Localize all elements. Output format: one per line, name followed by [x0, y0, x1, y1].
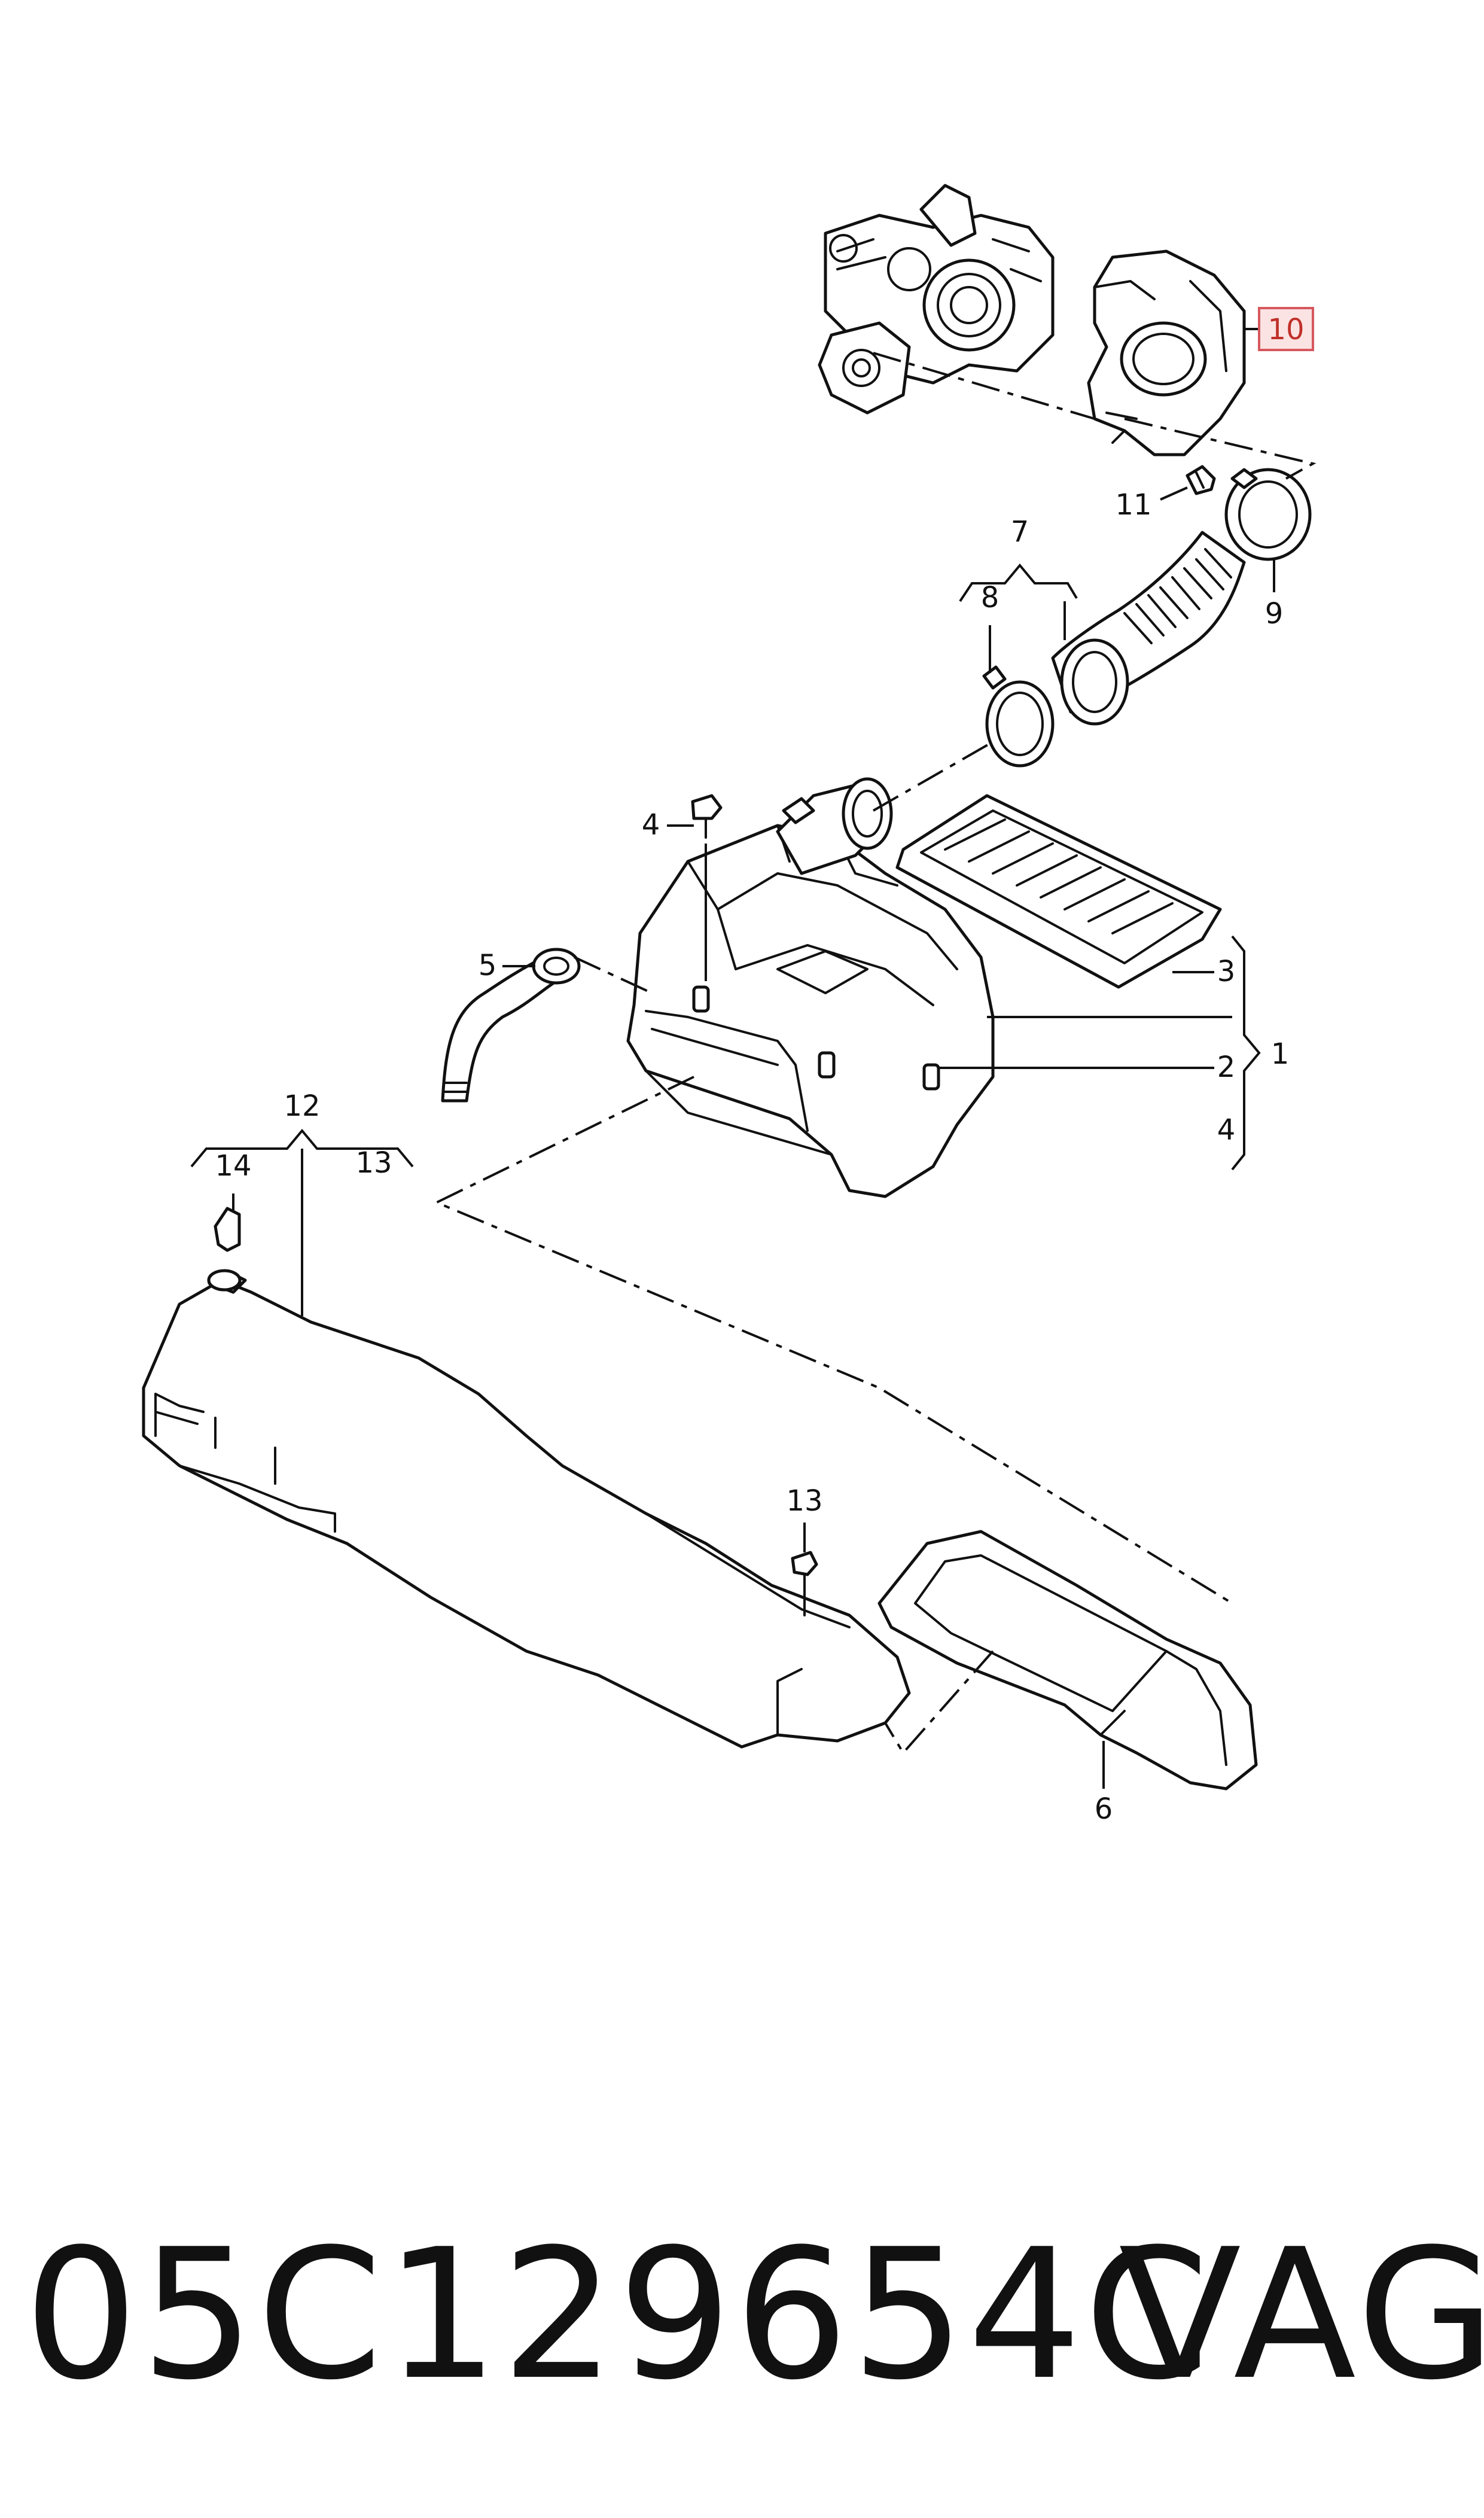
highlight-box-part-10 — [1258, 307, 1314, 351]
breather-hose-part-5 — [441, 948, 581, 1103]
callout-12: 12 — [284, 1089, 320, 1123]
screw-part-11 — [1186, 465, 1216, 495]
callout-2: 2 — [1217, 1051, 1236, 1084]
callout-5: 5 — [479, 949, 497, 982]
callout-7: 7 — [1011, 515, 1029, 549]
clamp-part-9 — [1224, 468, 1312, 561]
screw-part-13 — [791, 1551, 818, 1616]
air-filter-housing-part-1 — [626, 777, 995, 1198]
callout-11: 11 — [1115, 488, 1151, 522]
callout-13-bracket: 13 — [355, 1146, 392, 1180]
callout-4-lower: 4 — [1217, 1113, 1236, 1147]
callout-3: 3 — [1217, 955, 1236, 988]
turbocharger — [818, 184, 1055, 415]
brand-label: VAG — [1119, 2211, 1484, 2419]
intake-housing-part-10 — [1087, 249, 1246, 456]
corrugated-hose-part-7 — [1051, 531, 1246, 726]
leader-lines — [190, 328, 1275, 1789]
filter-element-part-3 — [895, 794, 1222, 989]
callout-1: 1 — [1271, 1037, 1290, 1071]
callout-8: 8 — [981, 581, 1000, 614]
air-duct-part-12 — [142, 1269, 911, 1749]
assembly-lines — [434, 352, 1317, 1755]
callout-4-upper: 4 — [642, 808, 660, 842]
callout-14: 14 — [215, 1149, 251, 1183]
clip-part-14 — [214, 1207, 241, 1252]
callout-9: 9 — [1265, 597, 1284, 631]
callouts: 10 11 9 7 8 4 5 3 2 1 4 12 14 13 13 6 — [215, 307, 1314, 1826]
part-number-label: 05C129654C — [24, 2211, 1212, 2419]
clamp-part-8 — [982, 665, 1055, 768]
callout-6: 6 — [1095, 1792, 1113, 1826]
screw-part-4 — [691, 794, 723, 839]
callout-13-screw: 13 — [786, 1484, 822, 1518]
callout-10: 10 — [1267, 313, 1304, 346]
lower-intake-duct-part-6 — [877, 1530, 1258, 1791]
